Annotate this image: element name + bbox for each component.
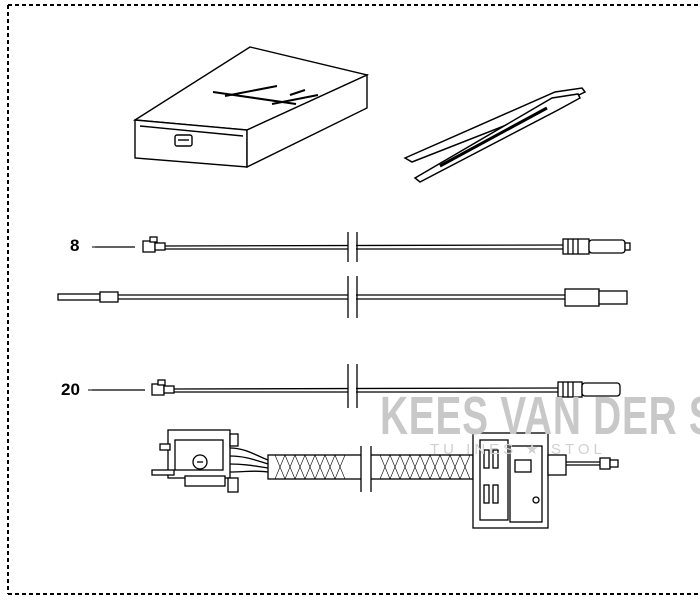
- callout-leaders: [88, 246, 145, 391]
- watermark-subtext: TU INES ★ STOL: [430, 441, 606, 458]
- frame-border: [7, 4, 700, 595]
- tweezers-icon: [403, 87, 587, 183]
- callout-label-20: 20: [61, 380, 80, 399]
- cable-8: [95, 232, 631, 262]
- control-box-icon: [132, 46, 370, 169]
- wiring-harness-icon: [151, 429, 619, 529]
- callout-label-8: 8: [70, 236, 80, 255]
- watermark-text: KEES VAN DER S: [380, 386, 700, 446]
- cable-plain: [57, 276, 628, 318]
- cable-20: [92, 364, 621, 408]
